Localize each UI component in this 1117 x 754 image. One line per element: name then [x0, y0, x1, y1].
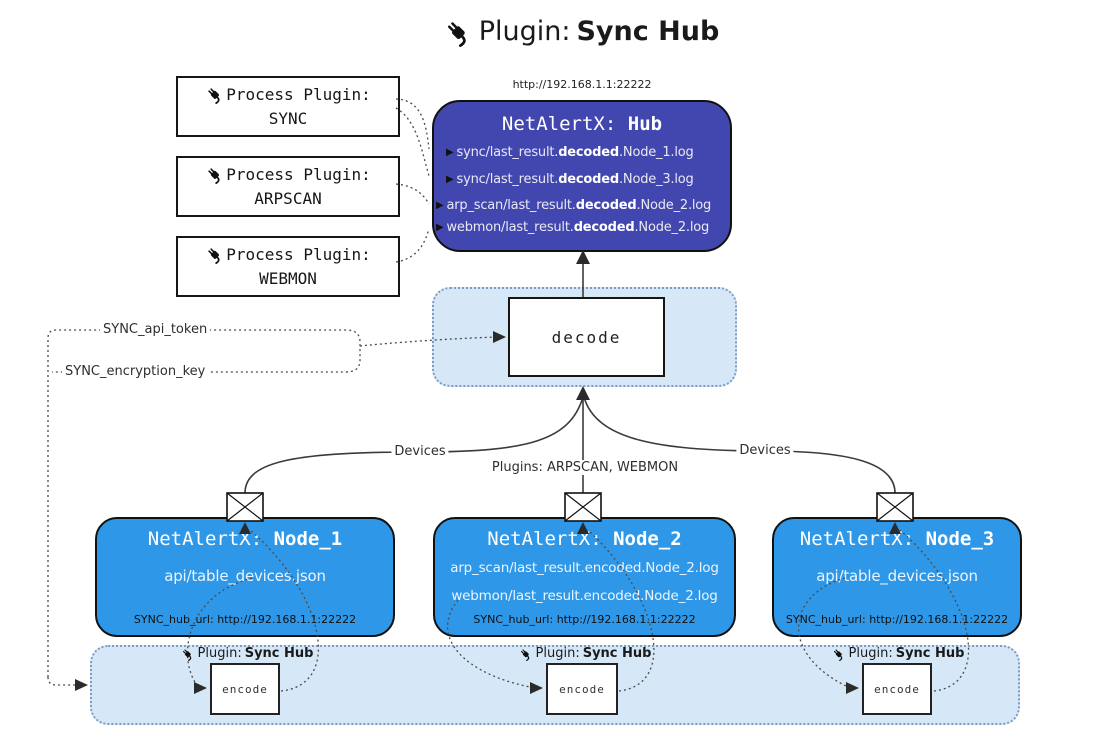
encode-box: encode — [210, 663, 280, 715]
process-plugin-name: WEBMON — [259, 268, 317, 288]
arrowhead-icon: ▶ — [446, 174, 454, 185]
plug-icon — [443, 18, 472, 47]
page-title-prefix: Plugin: — [478, 16, 571, 47]
plug-icon — [518, 647, 532, 661]
hub-log-line: ▶ arp_scan/last_result.decoded.Node_2.lo… — [436, 198, 712, 213]
hub-log-line: ▶ sync/last_result.decoded.Node_3.log — [446, 172, 694, 187]
plug-icon — [831, 647, 845, 661]
encode-box: encode — [862, 663, 932, 715]
plug-icon — [205, 246, 224, 265]
hub-title: NetAlertX: Hub — [501, 113, 663, 135]
edge-label-devices-left: Devices — [391, 444, 449, 459]
edge-arpscan-to-log3 — [395, 183, 430, 205]
node-file: api/table_devices.json — [164, 567, 326, 585]
node-hub-url: SYNC_hub_url: http://192.168.1.1:22222 — [133, 613, 357, 626]
node-3-box: NetAlertX: Node_3 api/table_devices.json… — [772, 517, 1022, 637]
process-plugin-webmon: Process Plugin: WEBMON — [176, 236, 400, 297]
decode-box: decode — [508, 297, 665, 377]
plug-icon — [205, 86, 224, 105]
page-title-name: Sync Hub — [576, 16, 720, 47]
config-encryption-key-label: SYNC_encryption_key — [62, 364, 209, 379]
edge-sync-to-log2 — [395, 107, 430, 177]
node-hub-url: SYNC_hub_url: http://192.168.1.1:22222 — [473, 613, 696, 626]
node-file: api/table_devices.json — [816, 567, 978, 585]
encode-group-label: Plugin: Sync Hub — [518, 646, 651, 661]
node-title: NetAlertX: Node_1 — [147, 528, 343, 550]
encode-group-label: Plugin: Sync Hub — [831, 646, 964, 661]
node-hub-url: SYNC_hub_url: http://192.168.1.1:22222 — [785, 613, 1009, 626]
edge-label-devices-right: Devices — [736, 443, 794, 458]
process-plugin-name: ARPSCAN — [254, 188, 322, 208]
plug-icon — [205, 166, 224, 185]
process-plugin-title: Process Plugin: — [226, 85, 371, 105]
hub-log-line: ▶ sync/last_result.decoded.Node_1.log — [446, 145, 694, 160]
hub-url-label: http://192.168.1.1:22222 — [512, 78, 652, 91]
arrowhead-icon: ▶ — [436, 200, 444, 211]
arrowhead-icon: ▶ — [436, 222, 444, 233]
node-title: NetAlertX: Node_2 — [487, 528, 682, 550]
node-title: NetAlertX: Node_3 — [799, 528, 995, 550]
encode-box: encode — [546, 663, 618, 715]
node-file: arp_scan/last_result.encoded.Node_2.log — [450, 560, 719, 576]
edge-webmon-to-log4 — [395, 228, 430, 263]
encode-group-label: Plugin: Sync Hub — [180, 646, 313, 661]
plug-icon — [180, 647, 194, 661]
node-1-box: NetAlertX: Node_1 api/table_devices.json… — [95, 517, 395, 637]
process-plugin-title: Process Plugin: — [226, 245, 371, 265]
edge-label-plugins: Plugins: ARPSCAN, WEBMON — [488, 460, 682, 475]
process-plugin-sync: Process Plugin: SYNC — [176, 76, 400, 137]
arrowhead-icon: ▶ — [446, 147, 454, 158]
process-plugin-arpscan: Process Plugin: ARPSCAN — [176, 156, 400, 217]
config-api-token-label: SYNC_api_token — [100, 322, 211, 337]
hub-log-line: ▶ webmon/last_result.decoded.Node_2.log — [436, 220, 710, 235]
edge-config-to-encode-area — [47, 676, 76, 686]
node-file: webmon/last_result.encoded.Node_2.log — [451, 588, 718, 604]
process-plugin-title: Process Plugin: — [226, 165, 371, 185]
edge-sync-to-log1 — [395, 98, 430, 150]
process-plugin-name: SYNC — [268, 108, 308, 128]
page-title: Plugin: Sync Hub — [443, 16, 720, 47]
hub-box: NetAlertX: Hub ▶ sync/last_result.decode… — [432, 100, 732, 252]
node-2-box: NetAlertX: Node_2 arp_scan/last_result.e… — [433, 517, 736, 637]
